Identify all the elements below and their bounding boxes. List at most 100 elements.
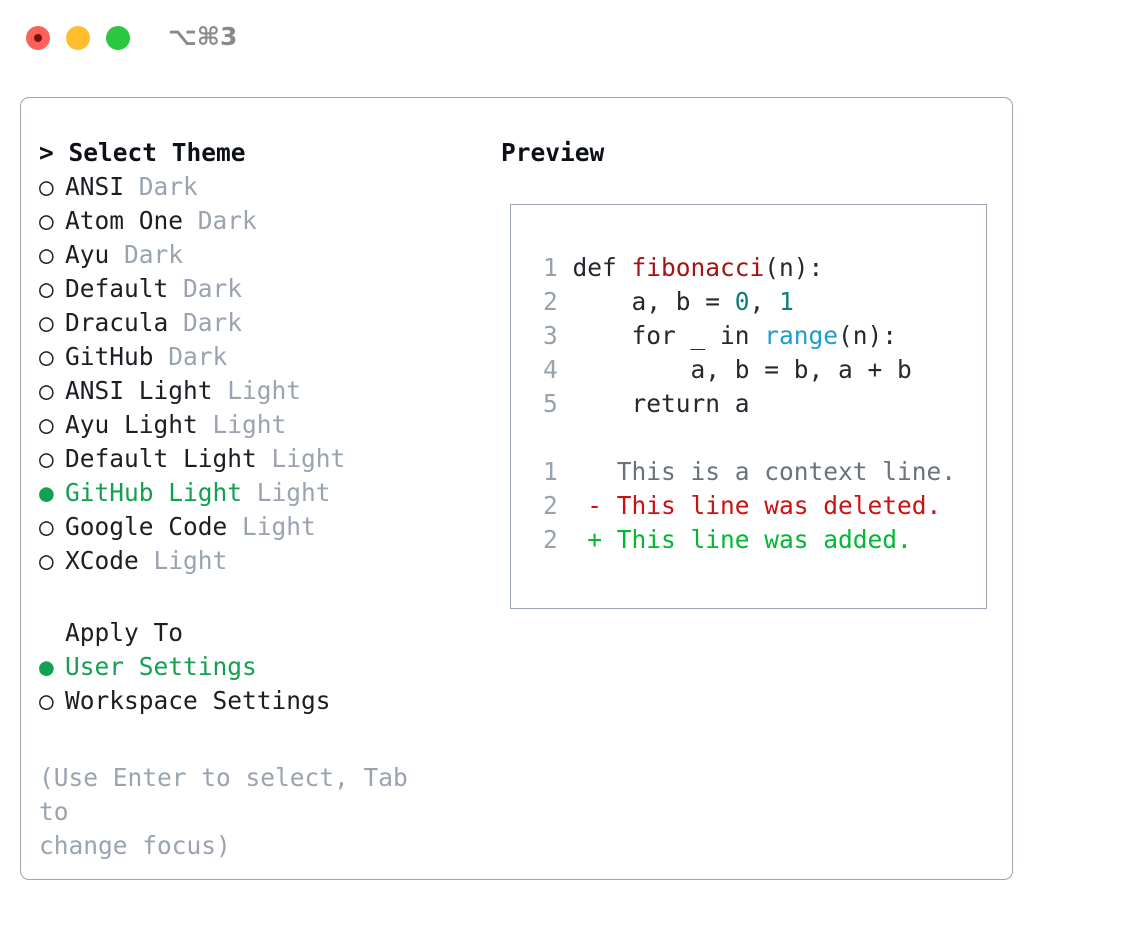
theme-option-row[interactable]: ○ Default Light Light [39,442,479,476]
radio-unselected-icon: ○ [39,342,54,371]
minimize-window-button[interactable] [66,26,90,50]
radio-selected-icon: ● [39,652,54,681]
theme-option-row[interactable]: ○ ANSI Light Light [39,374,479,408]
theme-option-tag: Light [256,444,346,473]
radio-selected-icon: ● [39,478,54,507]
code-token: 0 [734,287,750,316]
code-token: for _ in [572,321,765,350]
theme-option-name: Default Light [65,444,257,473]
theme-option-tag: Light [242,478,331,507]
theme-option-row[interactable]: ○Default Dark [39,272,479,306]
apply-to-header-label: Apply To [65,618,184,647]
theme-option-row[interactable]: ○Ayu Light Light [39,408,479,442]
apply-to-options-group: ● User Settings ○Workspace Settings [39,650,479,718]
diff-text: This line was added. [602,525,912,554]
theme-list-header: > Select Theme [39,136,479,170]
apply-to-option-name: User Settings [65,652,257,681]
close-window-button[interactable] [26,26,50,50]
theme-option-row[interactable]: ○ ANSI Dark [39,170,479,204]
help-line-1: (Use Enter to select, Tab to [39,763,408,826]
code-token: a, b = b, a + b [572,355,912,384]
diff-line: 2 - This line was deleted. [543,489,956,523]
diff-line: 1 This is a context line. [543,455,956,489]
code-token: fibonacci [631,253,765,282]
theme-option-tag: Dark [183,206,257,235]
code-diff-separator [543,421,956,455]
code-token: a, b = [572,287,735,316]
diff-line-number: 2 [543,491,588,520]
theme-option-tag: Light [138,546,228,575]
diff-sign: + [587,525,603,554]
diff-line-number: 1 [543,457,588,486]
preview-title: Preview [501,138,605,167]
radio-unselected-icon: ○ [39,206,54,235]
code-line-number: 3 [543,321,573,350]
code-line: 4 a, b = b, a + b [543,353,956,387]
diff-text: This is a context line. [602,457,957,486]
theme-option-name: Google Code [65,512,228,541]
header-title: Select Theme [68,138,246,167]
help-text: (Use Enter to select, Tab to change focu… [39,761,444,863]
theme-option-name: GitHub [65,342,154,371]
radio-unselected-icon: ○ [39,410,54,439]
radio-unselected-icon: ○ [39,546,54,575]
help-line-2: change focus) [39,831,231,860]
theme-option-tag: Light [212,376,302,405]
theme-option-row[interactable]: ○ XCode Light [39,544,479,578]
theme-option-name: Dracula [65,308,169,337]
apply-to-option-row[interactable]: ● User Settings [39,650,479,684]
theme-option-name: Ayu Light [65,410,198,439]
theme-option-tag: Dark [109,240,184,269]
code-line-number: 1 [543,253,573,282]
theme-options-group: ○ANSI Dark○Atom One Dark○Ayu Dark○Defaul… [39,170,479,578]
diff-sign [587,457,602,486]
radio-unselected-icon: ○ [39,376,54,405]
header-prompt-caret: > [39,138,54,167]
theme-list-column: > Select Theme ○ANSI Dark○Atom One Dark○… [39,136,479,718]
apply-to-header-indent: ○ [39,616,65,650]
radio-unselected-icon: ○ [39,274,54,303]
theme-option-name: ANSI [65,172,125,201]
apply-to-header: ○Apply To [39,616,479,650]
code-token: range [764,321,839,350]
apply-to-option-row[interactable]: ○Workspace Settings [39,684,479,718]
diff-line: 2 + This line was added. [543,523,956,557]
maximize-window-button[interactable] [106,26,130,50]
code-line-number: 4 [543,355,573,384]
theme-option-tag: Dark [168,308,243,337]
theme-option-row[interactable]: ○ Atom One Dark [39,204,479,238]
theme-option-name: GitHub Light [65,478,243,507]
theme-option-name: Default [65,274,169,303]
theme-option-row[interactable]: ● GitHub Light Light [39,476,479,510]
main-panel: > Select Theme ○ANSI Dark○Atom One Dark○… [20,97,1013,880]
theme-option-tag: Light [227,512,316,541]
radio-unselected-icon: ○ [39,512,54,541]
diff-sign: - [587,491,603,520]
radio-unselected-icon: ○ [39,444,54,473]
radio-unselected-icon: ○ [39,686,54,715]
section-spacer [39,578,479,616]
code-line-number: 5 [543,389,573,418]
diff-text: This line was deleted. [602,491,942,520]
theme-option-row[interactable]: ○GitHub Dark [39,340,479,374]
theme-option-name: XCode [65,546,139,575]
theme-option-name: Atom One [65,206,184,235]
radio-unselected-icon: ○ [39,240,54,269]
code-token: , [749,287,780,316]
theme-option-row[interactable]: ○ Dracula Dark [39,306,479,340]
code-token: (n): [764,253,824,282]
keyboard-shortcut-label: ⌥⌘3 [168,22,238,51]
code-line: 5 return a [543,387,956,421]
theme-option-row[interactable]: ○ Google Code Light [39,510,479,544]
theme-option-name: ANSI Light [65,376,213,405]
theme-option-row[interactable]: ○Ayu Dark [39,238,479,272]
radio-unselected-icon: ○ [39,308,54,337]
code-token: 1 [779,287,794,316]
diff-line-number: 2 [543,525,588,554]
theme-option-tag: Dark [124,172,198,201]
preview-column: Preview [501,136,604,170]
radio-unselected-icon: ○ [39,172,54,201]
